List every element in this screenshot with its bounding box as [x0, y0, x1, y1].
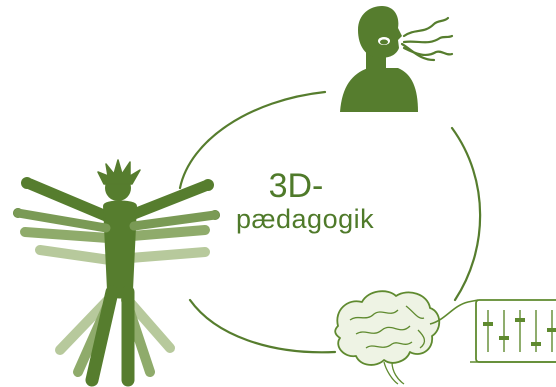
title-line-2: pædagogik — [236, 204, 375, 234]
audio-mixer-icon — [470, 299, 556, 363]
title-line-1: 3D- — [268, 167, 324, 205]
vitruvian-figure-icon — [13, 159, 220, 387]
ring-arc-bottom — [188, 298, 337, 354]
cycle-ring — [178, 90, 482, 354]
ring-arc-right — [450, 126, 482, 302]
sound-waves-icon — [400, 16, 454, 62]
connector-cable — [429, 299, 479, 325]
ring-arc-top-left — [178, 90, 327, 190]
diagram-title: 3D- pædagogik — [236, 167, 375, 234]
speaking-person-icon — [340, 6, 418, 112]
brain-icon — [334, 290, 441, 385]
